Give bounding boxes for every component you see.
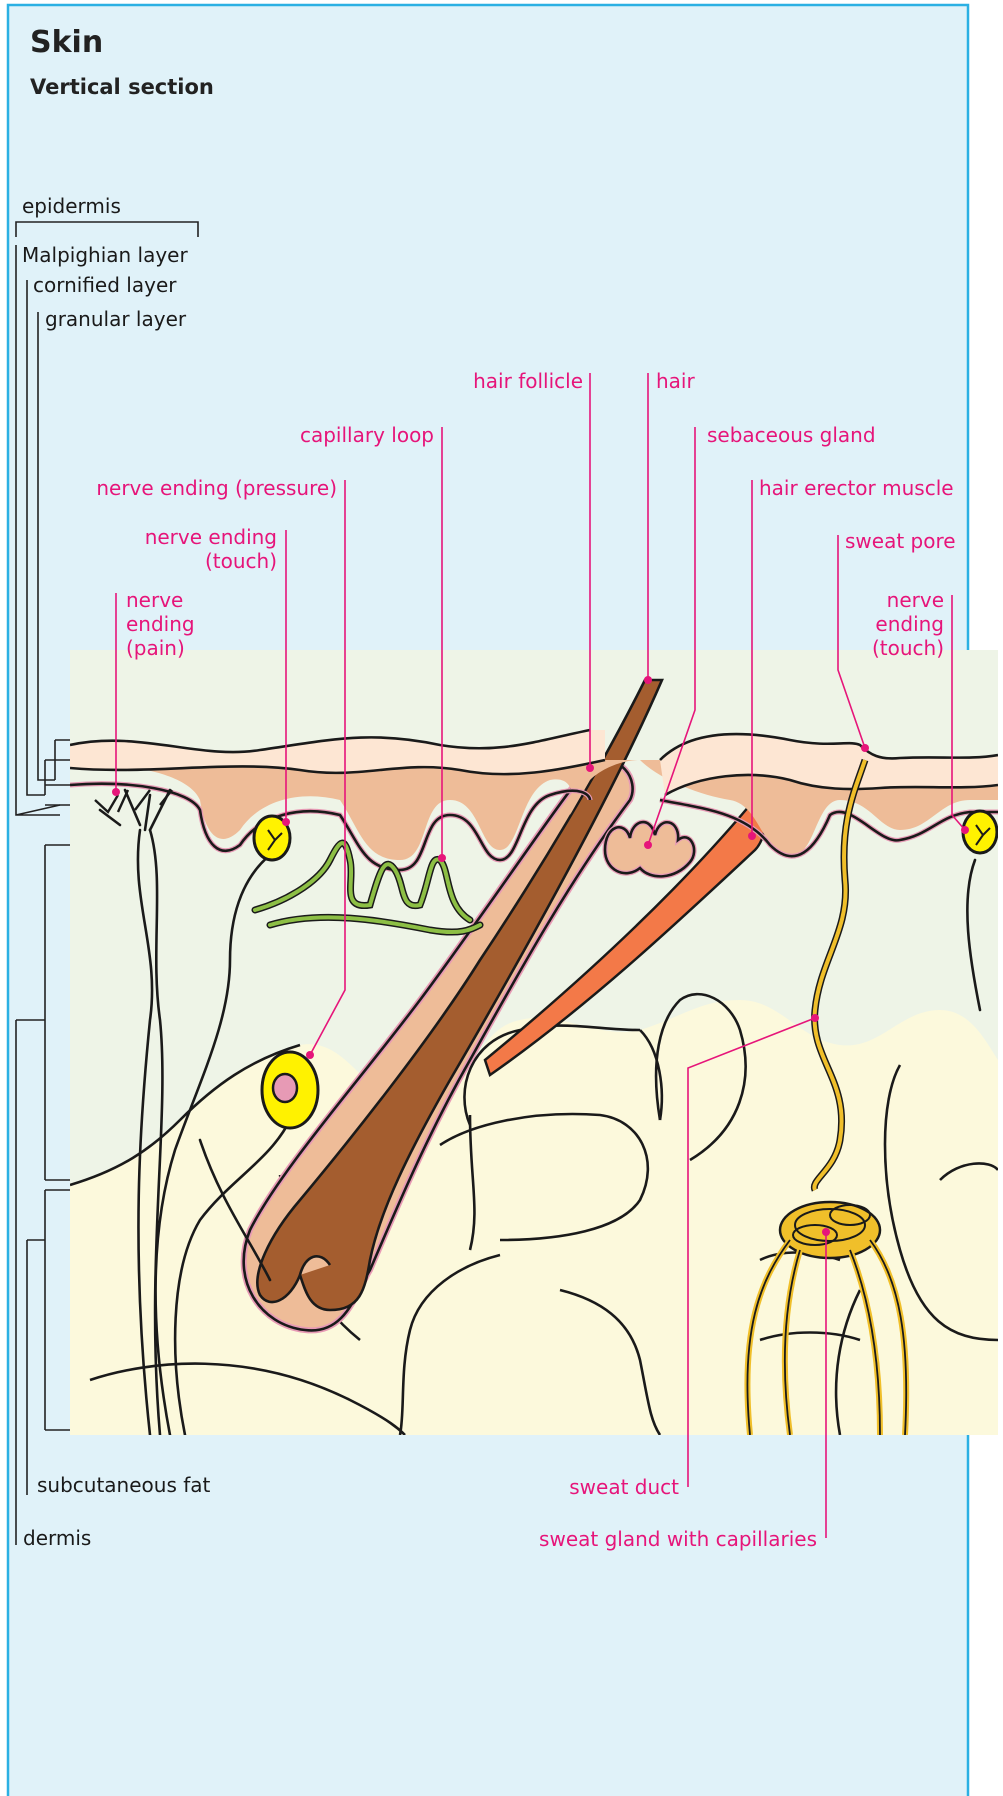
label-granular-layer: granular layer (45, 307, 187, 331)
label-epidermis: epidermis (22, 194, 121, 218)
label-nerve-ending-touch-left-2: (touch) (205, 549, 277, 573)
label-sweat-duct: sweat duct (569, 1475, 679, 1499)
label-dermis: dermis (23, 1526, 91, 1550)
label-hair-follicle: hair follicle (473, 369, 583, 393)
label-nerve-ending-touch-right-1: nerve (887, 588, 944, 612)
label-sebaceous-gland: sebaceous gland (707, 423, 876, 447)
label-subcutaneous-fat: subcutaneous fat (37, 1473, 211, 1497)
label-nerve-ending-touch-right-3: (touch) (872, 636, 944, 660)
label-hair-erector-muscle: hair erector muscle (759, 476, 954, 500)
label-nerve-ending-pain-1: nerve (126, 588, 183, 612)
label-sweat-pore: sweat pore (845, 529, 956, 553)
label-nerve-ending-pressure: nerve ending (pressure) (96, 476, 337, 500)
diagram-subtitle: Vertical section (30, 75, 214, 99)
label-cornified-layer: cornified layer (33, 273, 177, 297)
label-hair: hair (656, 369, 695, 393)
diagram-title: Skin (30, 25, 103, 60)
label-nerve-ending-touch-left-1: nerve ending (145, 525, 277, 549)
label-nerve-ending-touch-right-2: ending (875, 612, 944, 636)
label-malpighian-layer: Malpighian layer (22, 243, 188, 267)
label-capillary-loop: capillary loop (300, 423, 434, 447)
label-sweat-gland: sweat gland with capillaries (539, 1527, 817, 1551)
pressure-receptor (262, 1052, 318, 1128)
label-nerve-ending-pain-2: ending (126, 612, 195, 636)
skin-section (70, 650, 998, 1435)
label-nerve-ending-pain-3: (pain) (126, 636, 185, 660)
